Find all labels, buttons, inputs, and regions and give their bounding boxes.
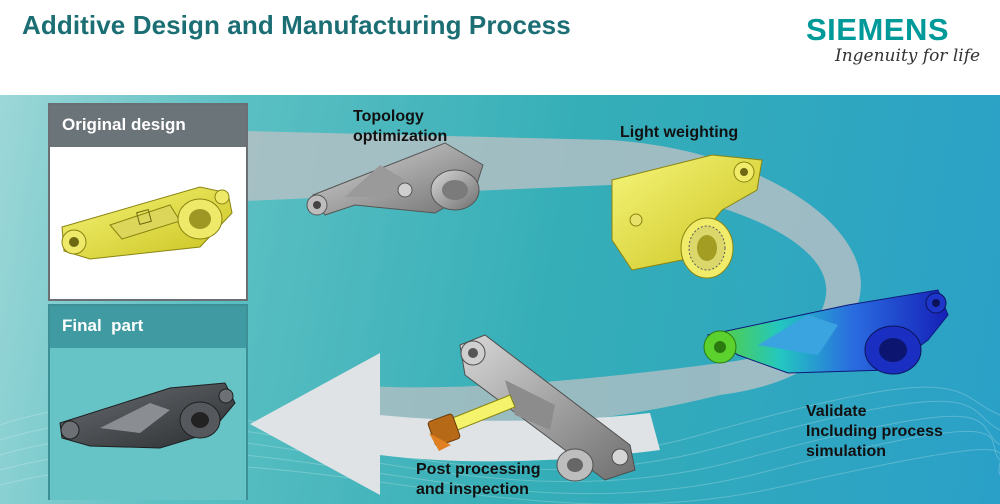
final-part-image	[59, 382, 236, 449]
topology-label-line1: Topology	[353, 108, 424, 125]
light-weighting-label: Light weighting	[620, 124, 739, 141]
process-stage: Original design Final part	[0, 95, 1000, 504]
page-title: Additive Design and Manufacturing Proces…	[22, 10, 571, 40]
lightweight-part-image	[611, 154, 763, 279]
post-processing-line2: and inspection	[416, 481, 529, 498]
simulation-part-image	[703, 289, 949, 375]
siemens-logo: SIEMENS	[806, 12, 950, 47]
validate-line1: Validate	[806, 403, 867, 420]
brand-tagline: Ingenuity for life	[835, 46, 981, 66]
topology-part-image	[306, 142, 484, 216]
topology-label-line2: optimization	[353, 128, 448, 145]
validate-label: Validate Including process simulation	[806, 402, 943, 462]
final-part-label: Final part	[50, 306, 246, 348]
topology-optimization-label: Topology optimization	[353, 107, 447, 147]
background-graphics	[0, 131, 1000, 504]
post-processed-part-image	[459, 334, 636, 482]
post-processing-line1: Post processing	[416, 461, 541, 478]
header: Additive Design and Manufacturing Proces…	[0, 0, 1000, 95]
inspection-probe-icon	[427, 394, 516, 451]
original-design-card: Original design	[48, 103, 248, 301]
validate-line2: Including process	[806, 423, 943, 440]
validate-line3: simulation	[806, 443, 887, 460]
original-part-image	[61, 186, 233, 260]
original-design-label: Original design	[50, 105, 246, 147]
post-processing-label: Post processing and inspection	[416, 460, 540, 500]
final-part-card: Final part	[48, 304, 248, 500]
